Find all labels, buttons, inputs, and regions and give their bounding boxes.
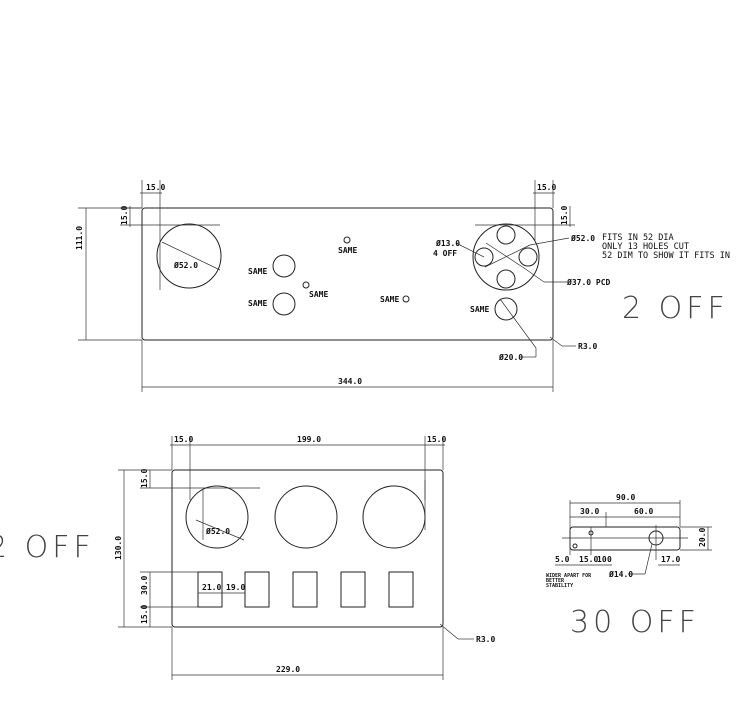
hole-left-dia-label: Ø52.0 [173, 260, 198, 270]
small-hole [302, 281, 310, 289]
dim-left-offset: 15.0 [174, 435, 193, 444]
dim-15: 15.0 [579, 555, 598, 564]
dim-right-offset: 15.0 [427, 435, 446, 444]
bottom-plate-quantity: 2 OFF [0, 530, 95, 565]
dim-a: 30.0 [580, 507, 599, 516]
hole-same-1 [272, 254, 296, 278]
dim-top-left-offset: 15.0 [146, 183, 165, 192]
hole-20 [494, 297, 518, 321]
note-line-2: BETTER [546, 578, 565, 584]
bracket: 90.0 30.0 60.0 20.0 5.0 15.0 10 0 17.0 Ø… [546, 493, 712, 640]
same-label: SAME [309, 290, 328, 299]
note-line-2: ONLY 13 HOLES CUT [602, 242, 689, 252]
hole-right-dia-label: Ø52.0 [570, 233, 595, 243]
pcd-label: Ø37.0 PCD [566, 277, 611, 287]
bottom-plate: 15.0 199.0 15.0 130.0 15.0 30.0 15.0 Ø52… [0, 435, 495, 680]
slot [244, 571, 270, 608]
hole-52 [185, 485, 249, 549]
slot [340, 571, 366, 608]
dim-length: 90.0 [616, 493, 635, 502]
hole-dia-label: Ø14.0 [608, 569, 633, 579]
dim-bottom-offset: 15.0 [140, 605, 149, 624]
hole-13 [496, 225, 516, 245]
corner-radius-label: R3.0 [578, 342, 597, 351]
dim-top-offset-left: 15.0 [120, 206, 129, 225]
small-hole [572, 543, 578, 549]
small-holes-label: Ø13.0 [435, 238, 460, 248]
hole-52-left [156, 223, 222, 289]
same-label: SAME [380, 295, 399, 304]
dim-top-offset: 15.0 [140, 469, 149, 488]
same-label: SAME [470, 305, 489, 314]
dim-slot-height: 30.0 [140, 576, 149, 595]
bracket-outline [569, 526, 681, 551]
hole-52 [362, 485, 426, 549]
top-plate-quantity: 2 OFF [622, 291, 729, 326]
hole-13 [496, 269, 516, 289]
slot [292, 571, 318, 608]
hole-13 [474, 247, 494, 267]
same-label: SAME [248, 299, 267, 308]
same-label: SAME [248, 267, 267, 276]
dim-span: 199.0 [297, 435, 321, 444]
small-hole [343, 236, 351, 244]
hole-52-right [472, 223, 540, 291]
dim-width: 229.0 [276, 665, 300, 674]
top-plate-outline [141, 207, 554, 341]
dim-top-offset-right: 15.0 [560, 206, 569, 225]
dim-end: 17.0 [661, 555, 680, 564]
hole-52 [274, 485, 338, 549]
dim-slot-width: 21.0 [202, 583, 221, 592]
dim-height: 20.0 [698, 528, 707, 547]
dim-5: 5.0 [555, 555, 570, 564]
note-line-3: 52 DIM TO SHOW IT FITS IN [602, 251, 730, 261]
note-line-1: WIDER APART FOR [546, 573, 592, 579]
slot [388, 571, 414, 608]
dim-top-height: 111.0 [75, 226, 84, 250]
bracket-quantity: 30 OFF [570, 605, 700, 640]
dim-top-width: 344.0 [338, 377, 362, 386]
hole-dia-label: Ø52.0 [205, 526, 230, 536]
dim-top-right-offset: 15.0 [537, 183, 556, 192]
hole-20-dia-label: Ø20.0 [498, 352, 523, 362]
note-line-3: STABILITY [546, 583, 573, 589]
dim-slot-gap: 19.0 [226, 583, 245, 592]
top-plate: 15.0 15.0 15.0 15.0 111.0 344.0 Ø52.0 SA… [75, 180, 730, 392]
bottom-plate-outline [171, 469, 444, 628]
hole-13 [518, 247, 538, 267]
corner-radius-label: R3.0 [476, 635, 495, 644]
small-holes-qty: 4 OFF [433, 249, 457, 258]
small-hole [402, 295, 410, 303]
hole-same-2 [272, 292, 296, 316]
same-label: SAME [338, 246, 357, 255]
slot [197, 571, 223, 608]
dim-b: 60.0 [634, 507, 653, 516]
dim-height: 130.0 [114, 536, 123, 560]
dim-0: 0 [607, 555, 612, 564]
dim-10: 10 [597, 555, 607, 564]
note-line-1: FITS IN 52 DIA [602, 233, 674, 243]
